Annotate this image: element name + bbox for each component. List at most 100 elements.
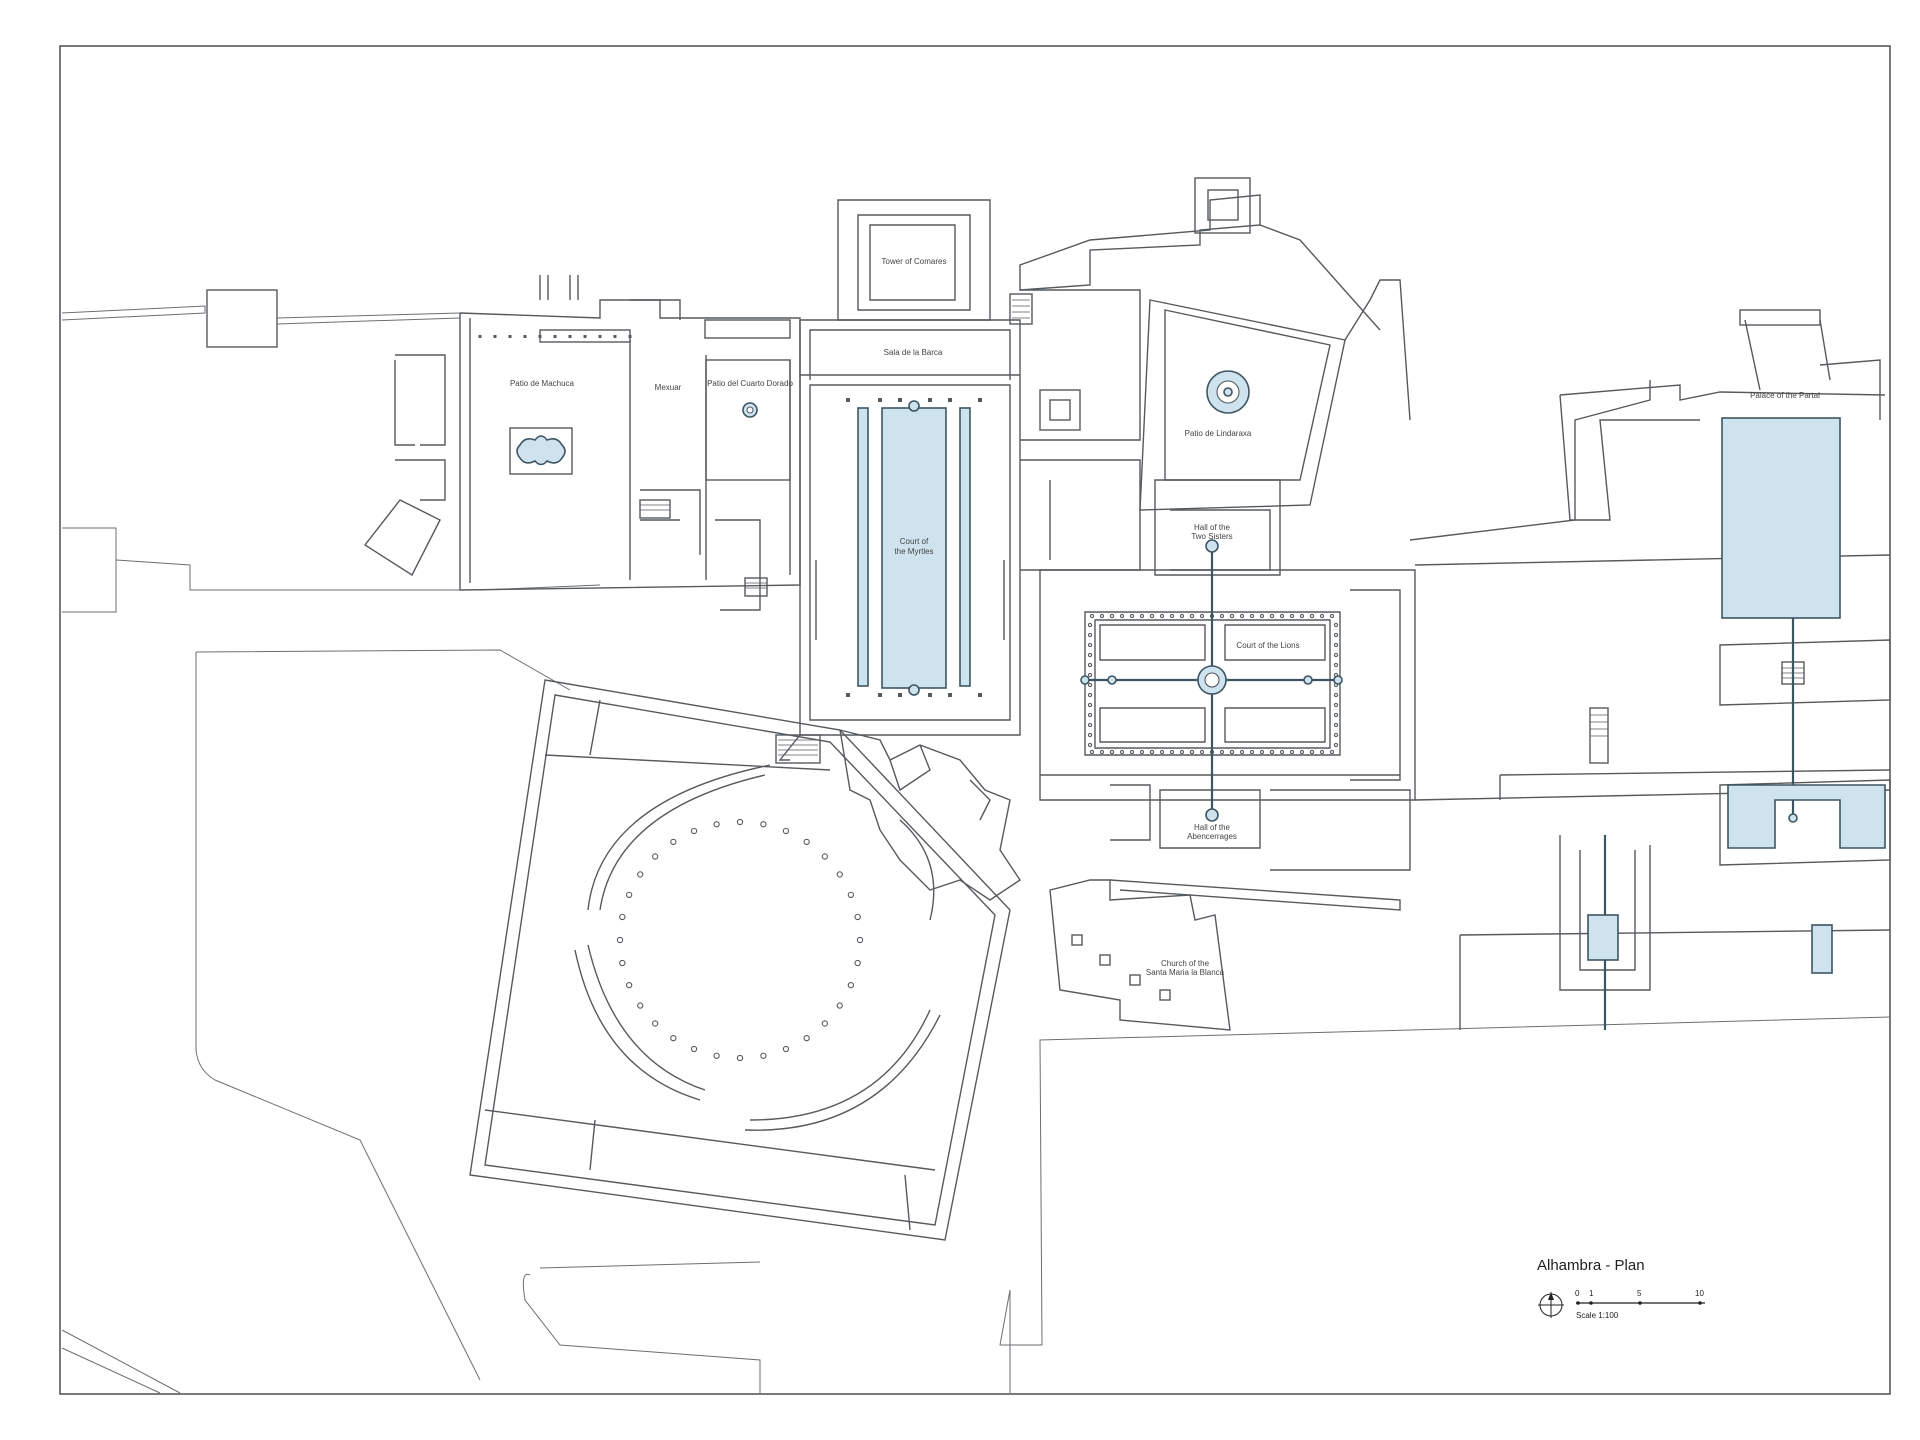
label-myrtles-2: the Myrtles: [894, 547, 933, 556]
lions-column: [1333, 712, 1339, 718]
room-labels: Tower of Comares Sala de la Barca Patio …: [510, 257, 1820, 977]
lions-column: [1269, 613, 1275, 619]
label-church-2: Santa Maria la Blanca: [1146, 968, 1225, 977]
scale-tick-10: 10: [1695, 1289, 1704, 1298]
partal-pool: [1721, 417, 1841, 619]
lions-column: [1119, 749, 1125, 755]
lions-column: [1189, 749, 1195, 755]
baths-stair: [1009, 293, 1033, 325]
label-abencerrages-1: Hall of the: [1194, 823, 1231, 832]
colonnade-column: [760, 821, 767, 828]
label-lindaraxa: Patio de Lindaraxa: [1185, 429, 1252, 438]
lions-column: [1219, 613, 1225, 619]
lions-column: [1229, 613, 1235, 619]
colonnade-column: [854, 959, 861, 967]
colonnade-column: [847, 891, 855, 898]
lions-column: [1239, 613, 1245, 619]
colonnade-column: [821, 853, 829, 860]
label-abencerrages-2: Abencerrages: [1187, 832, 1237, 841]
lions-column: [1087, 732, 1093, 738]
lions-column: [1087, 642, 1093, 648]
myrtles-columns: [478, 335, 982, 697]
colonnade-column: [637, 871, 644, 878]
lions-column: [1289, 749, 1295, 755]
colonnade-column: [803, 1034, 810, 1042]
myrtles-pier: [928, 398, 932, 402]
lions-column: [1129, 613, 1135, 619]
myrtles-pier: [846, 398, 850, 402]
lions-column: [1299, 749, 1305, 755]
label-myrtles-1: Court of: [900, 537, 929, 546]
myrtles-pier: [978, 693, 982, 697]
colonnade-column: [616, 936, 624, 944]
lions-column: [1087, 622, 1093, 628]
lions-column: [1169, 613, 1175, 619]
lions-column: [1087, 712, 1093, 718]
lions-column: [1333, 662, 1339, 668]
machuca-pier: [568, 335, 572, 338]
machuca-pier: [553, 335, 557, 338]
lions-column: [1089, 613, 1095, 619]
label-cuarto-dorado: Patio del Cuarto Dorado: [707, 379, 793, 388]
lions-column: [1333, 702, 1339, 708]
lions-block: [1039, 380, 1891, 871]
lions-column: [1087, 662, 1093, 668]
colonnade-column: [803, 838, 810, 846]
label-partal: Palace of the Partal: [1750, 391, 1820, 400]
lions-column: [1179, 749, 1185, 755]
lions-column: [1279, 613, 1285, 619]
label-lions: Court of the Lions: [1236, 641, 1299, 650]
scale-tick-0: 0: [1575, 1289, 1580, 1298]
colonnade-column: [625, 891, 633, 898]
colonnade-column: [856, 936, 864, 944]
colonnade-column: [760, 1052, 767, 1059]
machuca-pier: [508, 335, 512, 338]
machuca-pier: [583, 335, 587, 338]
lions-column: [1333, 732, 1339, 738]
colonnade-column: [619, 959, 626, 967]
colonnade-column: [670, 838, 677, 846]
colonnade-column: [736, 1054, 744, 1062]
colonnade-column: [782, 827, 790, 835]
charles-v-palace: [469, 679, 1011, 1241]
lions-column: [1149, 613, 1155, 619]
lions-column: [1289, 613, 1295, 619]
north-arrow-icon: [1538, 1292, 1564, 1318]
garden-pool-right: [1811, 924, 1833, 974]
lions-column: [1269, 749, 1275, 755]
colonnade-column: [690, 1045, 698, 1053]
lions-column: [1309, 613, 1315, 619]
machuca-pier: [628, 335, 632, 338]
scale-text: Scale 1:100: [1576, 1311, 1619, 1320]
lions-column: [1189, 613, 1195, 619]
lions-column: [1087, 702, 1093, 708]
lindaraxa-block: [1009, 177, 1411, 571]
colonnade-column: [713, 821, 720, 828]
lions-column: [1089, 749, 1095, 755]
lions-column: [1129, 749, 1135, 755]
myrtles-pier: [846, 693, 850, 697]
baths-rooms: [839, 729, 1021, 901]
lions-column: [1329, 613, 1335, 619]
lions-column: [1333, 642, 1339, 648]
myrtles-pier: [898, 693, 902, 697]
lions-column: [1087, 692, 1093, 698]
myrtles-pier: [898, 398, 902, 402]
myrtles-pier: [948, 398, 952, 402]
partal-lower-pool: [1727, 784, 1886, 849]
lions-column: [1109, 613, 1115, 619]
lions-columns: [1087, 613, 1339, 755]
myrtles-pier: [878, 693, 882, 697]
colonnade-column: [836, 871, 843, 878]
lions-column: [1319, 749, 1325, 755]
myrtles-pier: [978, 398, 982, 402]
colonnade-column: [847, 982, 855, 989]
lions-column: [1229, 749, 1235, 755]
plan-title: Alhambra - Plan: [1537, 1257, 1645, 1274]
myrtles-channel-right: [959, 407, 971, 687]
colonnade-column: [619, 913, 626, 921]
myrtles-pier: [878, 398, 882, 402]
lions-column: [1239, 749, 1245, 755]
myrtles-pier: [948, 693, 952, 697]
